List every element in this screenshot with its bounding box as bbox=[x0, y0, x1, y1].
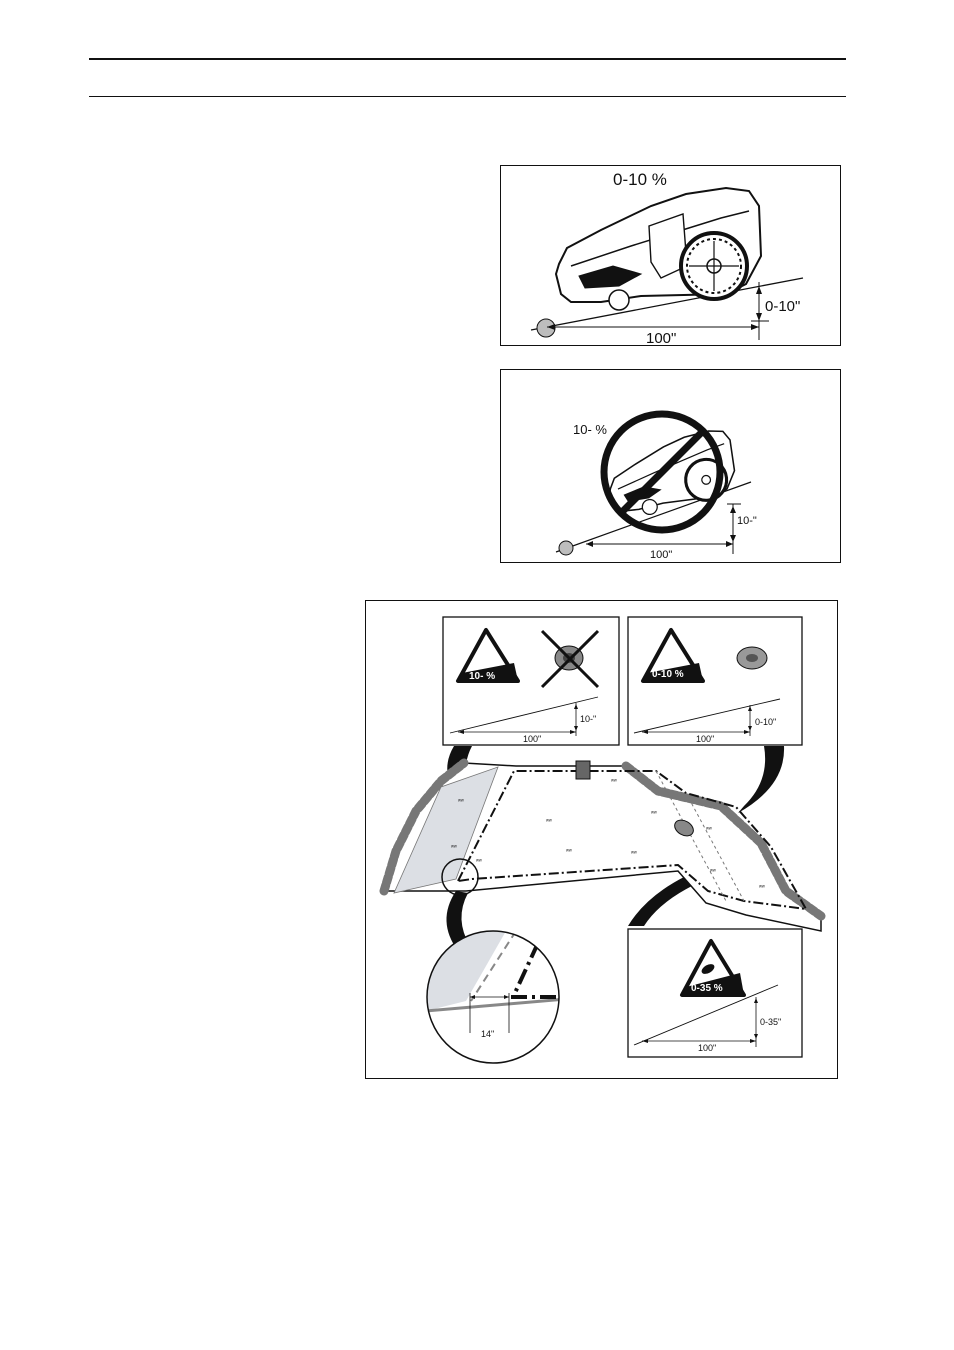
svg-text:ʷʷ: ʷʷ bbox=[758, 885, 765, 891]
svg-text:ʷʷ: ʷʷ bbox=[630, 851, 637, 857]
svg-text:ʷʷ: ʷʷ bbox=[565, 849, 572, 855]
panel-rise-label: 0-35" bbox=[760, 1017, 781, 1027]
mower-icon bbox=[556, 188, 761, 310]
svg-text:ʷʷ: ʷʷ bbox=[610, 779, 617, 785]
figure-slope-forbidden: 10- % 100" 10-" bbox=[500, 369, 841, 563]
svg-text:ʷʷ: ʷʷ bbox=[650, 811, 657, 817]
slope-label: 0-10 % bbox=[613, 170, 667, 189]
panel-run-label: 100" bbox=[523, 734, 541, 744]
rise-label: 10-" bbox=[737, 515, 757, 527]
panel-badge: 10- % bbox=[469, 671, 495, 682]
svg-text:ʷʷ: ʷʷ bbox=[450, 845, 457, 851]
svg-text:ʷʷ: ʷʷ bbox=[545, 819, 552, 825]
figure-installation-overview: ʷʷ ʷʷ ʷʷ ʷʷ ʷʷ ʷʷ ʷʷ ʷʷ ʷʷ ʷʷ ʷʷ 10- % bbox=[365, 600, 838, 1079]
callout-tail-steep bbox=[628, 876, 698, 926]
panel-slope-ok: 0-10 % 100" 0-10" bbox=[628, 617, 802, 745]
panel-rise-label: 10-" bbox=[580, 714, 596, 724]
panel-badge: 0-35 % bbox=[691, 983, 723, 994]
callout-tail-right bbox=[738, 746, 784, 813]
panel-run-label: 100" bbox=[696, 734, 714, 744]
wire-spool-icon bbox=[737, 647, 767, 669]
panel-badge: 0-10 % bbox=[652, 669, 684, 680]
detail-distance-label: 14" bbox=[481, 1029, 494, 1039]
charging-station-icon bbox=[576, 761, 590, 779]
detail-wire-distance: 14" bbox=[426, 931, 566, 1066]
run-label: 100" bbox=[646, 330, 676, 344]
svg-text:ʷʷ: ʷʷ bbox=[475, 859, 482, 865]
rise-label: 0-10" bbox=[765, 298, 800, 315]
svg-text:ʷʷ: ʷʷ bbox=[705, 827, 712, 833]
figure-slope-allowed: 0-10 % 100" 0-10" bbox=[500, 165, 841, 346]
header-rule-top bbox=[89, 58, 846, 60]
panel-slope-steep-ok: 0-35 % 100" 0-35" bbox=[628, 929, 802, 1057]
ground-marker bbox=[559, 541, 573, 555]
panel-slope-too-steep: 10- % 100" 10-" bbox=[443, 617, 619, 745]
run-label: 100" bbox=[650, 549, 672, 561]
header-rule-bottom bbox=[89, 96, 846, 97]
svg-text:ʷʷ: ʷʷ bbox=[709, 869, 716, 875]
panel-rise-label: 0-10" bbox=[755, 717, 776, 727]
slope-label: 10- % bbox=[573, 422, 607, 437]
svg-text:ʷʷ: ʷʷ bbox=[457, 799, 464, 805]
panel-run-label: 100" bbox=[698, 1043, 716, 1053]
